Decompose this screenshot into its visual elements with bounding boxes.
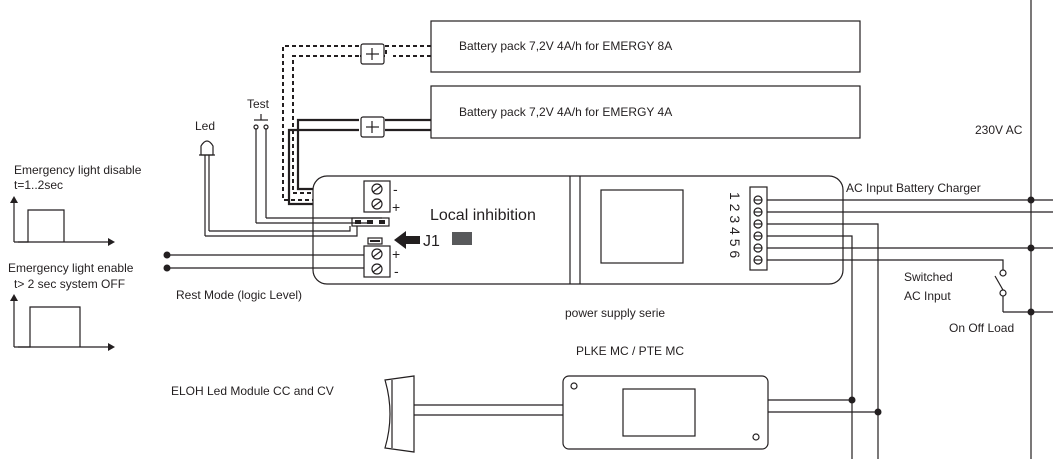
switch-icon: [994, 269, 1053, 313]
terminal-minus-top: -: [393, 181, 398, 197]
unit-display-window: [600, 189, 684, 264]
battery-terminal-block: [363, 180, 391, 213]
power-supply-label: power supply serie: [565, 306, 665, 320]
rest-mode-terminal-block: [363, 245, 391, 278]
disable-label-line1: Emergency light disable: [14, 163, 142, 177]
battery-pack-8a: [430, 20, 861, 73]
fuse-holder-4a: [360, 116, 385, 138]
six-pin-terminal: [749, 186, 768, 271]
test-button-icon: [253, 114, 269, 223]
ac-input-charger-label: AC Input Battery Charger: [846, 181, 981, 195]
led-test-connector: [351, 217, 390, 227]
on-off-load-label: On Off Load: [949, 321, 1014, 335]
led-label: Led: [195, 119, 215, 133]
disable-pulse-graph: [10, 196, 115, 246]
battery-pack-4a-label: Battery pack 7,2V 4A/h for EMERGY 4A: [459, 105, 672, 119]
pin-numbers: 1 2 3 4 5 6: [727, 192, 743, 258]
emergency-unit-body: [312, 175, 844, 285]
battery-pack-4a: [430, 85, 861, 139]
test-label: Test: [247, 97, 270, 111]
plke-label: PLKE MC / PTE MC: [576, 344, 684, 358]
rest-mode-label: Rest Mode (logic Level): [176, 288, 302, 302]
ac-voltage-label: 230V AC: [975, 123, 1023, 137]
j1-indicator: [452, 232, 472, 245]
j1-label: J1: [423, 233, 440, 250]
disable-label-line2: t=1..2sec: [14, 178, 63, 192]
local-inhibition-label: Local inhibition: [430, 207, 536, 224]
led-icon: [199, 140, 215, 236]
enable-label-line2: t> 2 sec system OFF: [14, 277, 125, 291]
plke-driver-window: [622, 388, 696, 437]
terminal-minus-bottom: -: [394, 263, 399, 279]
j1-arrow-icon: [394, 231, 420, 249]
terminal-plus-top: +: [392, 199, 400, 215]
switched-label-line2: AC Input: [904, 289, 951, 303]
j1-jumper: [367, 237, 383, 245]
fuse-holder-8a: [360, 43, 385, 65]
enable-pulse-graph: [10, 294, 115, 351]
switched-label-line1: Switched: [904, 270, 953, 284]
enable-label-line1: Emergency light enable: [8, 261, 134, 275]
eloh-label: ELOH Led Module CC and CV: [171, 384, 334, 398]
eloh-led-module-icon: [384, 375, 415, 453]
battery-pack-8a-label: Battery pack 7,2V 4A/h for EMERGY 8A: [459, 39, 672, 53]
terminal-plus-bottom: +: [392, 246, 400, 262]
